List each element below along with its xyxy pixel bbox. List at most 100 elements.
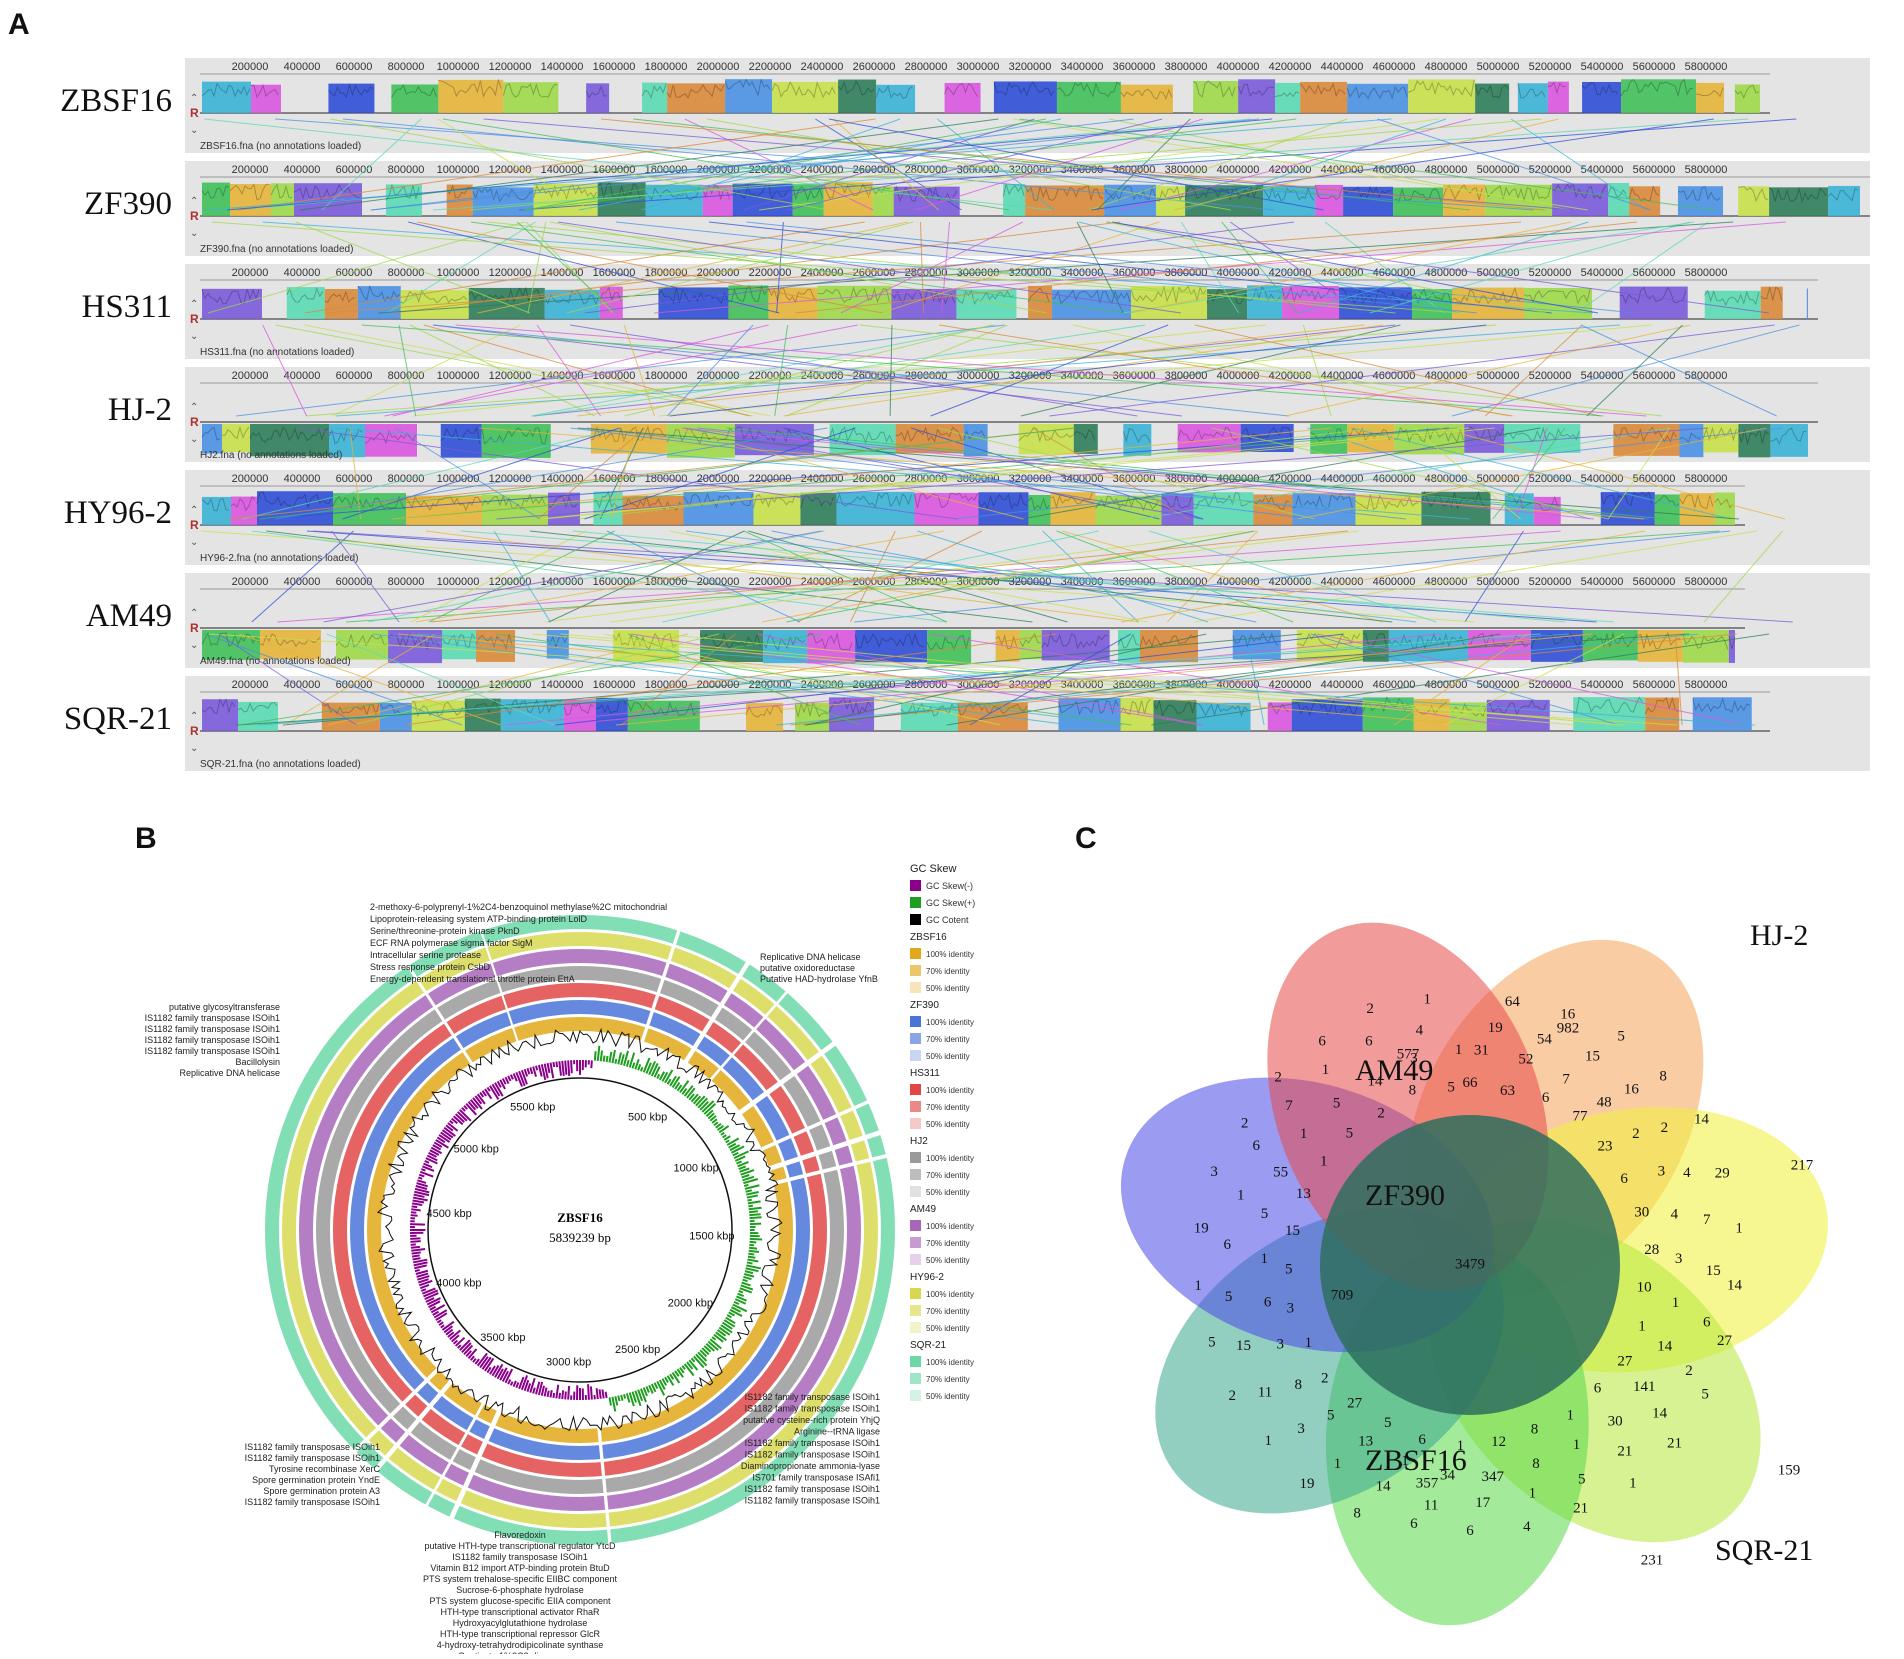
lcb-connector	[334, 427, 1470, 520]
reverse-toggle[interactable]: R	[190, 518, 199, 532]
track-file-label: SQR-21.fna (no annotations loaded)	[200, 759, 361, 770]
similarity-profile	[1193, 491, 1251, 509]
scroll-up-icon[interactable]: ⌃	[190, 93, 198, 104]
scroll-up-icon[interactable]: ⌃	[190, 608, 198, 619]
lcb-block	[944, 82, 981, 113]
similarity-profile	[1310, 428, 1347, 443]
lcb-block	[1619, 286, 1688, 319]
lcb-connector	[321, 118, 422, 211]
lcb-connector	[392, 324, 769, 417]
lcb-connector	[1122, 221, 1694, 314]
scroll-down-icon[interactable]: ⌄	[190, 434, 198, 445]
axis-tick-label: 4600000	[1373, 267, 1416, 279]
lcb-connector	[599, 427, 644, 520]
venn-intersection-count: 5	[1333, 1096, 1341, 1112]
lcb-block	[1123, 424, 1152, 456]
gene-annotation: putative glycosyltransferase	[169, 1002, 280, 1012]
lcb-block	[1621, 79, 1697, 113]
lcb-connector	[1076, 221, 1124, 314]
lcb-connector	[832, 118, 940, 211]
lcb-block	[202, 496, 231, 525]
scroll-up-icon[interactable]: ⌃	[190, 505, 198, 516]
axis-tick-label: 3400000	[1061, 679, 1104, 691]
legend-item: 50% identity	[926, 1324, 970, 1333]
scroll-down-icon[interactable]: ⌄	[190, 331, 198, 342]
lcb-block	[271, 183, 294, 216]
scroll-up-icon[interactable]: ⌃	[190, 196, 198, 207]
reverse-toggle[interactable]: R	[190, 724, 199, 738]
venn-intersection-count: 16	[1560, 1007, 1576, 1023]
venn-intersection-count: 8	[1531, 1421, 1539, 1437]
lcb-block	[251, 84, 281, 113]
scroll-down-icon[interactable]: ⌄	[190, 537, 198, 548]
axis-tick-label: 200000	[232, 164, 269, 176]
lcb-block	[238, 701, 278, 731]
lcb-block	[1238, 79, 1276, 113]
scroll-down-icon[interactable]: ⌄	[190, 228, 198, 239]
scroll-down-icon[interactable]: ⌄	[190, 640, 198, 651]
venn-intersection-count: 1	[1638, 1318, 1646, 1334]
venn-intersection-count: 77	[1573, 1108, 1589, 1124]
similarity-profile	[806, 632, 853, 651]
lcb-connector	[1049, 324, 1775, 417]
lcb-block	[503, 82, 559, 113]
similarity-profile	[1464, 426, 1504, 442]
similarity-profile	[794, 701, 829, 718]
scroll-down-icon[interactable]: ⌄	[190, 125, 198, 136]
axis-tick-label: 800000	[388, 576, 425, 588]
lcb-block	[1679, 493, 1715, 525]
venn-intersection-count: 5	[1285, 1261, 1293, 1277]
axis-tick-label: 5600000	[1633, 473, 1676, 485]
gene-annotation: ECF RNA polymerase sigma factor SigM	[370, 938, 533, 948]
axis-tick-label: 200000	[232, 370, 269, 382]
gene-annotation: PTS system glucose-specific EIIA compone…	[429, 1596, 611, 1606]
venn-intersection-count: 14	[1652, 1405, 1668, 1421]
lcb-connector	[570, 324, 1138, 417]
reverse-toggle[interactable]: R	[190, 106, 199, 120]
track-name: ZBSF16	[60, 83, 172, 119]
scroll-up-icon[interactable]: ⌃	[190, 711, 198, 722]
gene-annotation: 4-hydroxy-tetrahydrodipicolinate synthas…	[437, 1640, 604, 1650]
legend-item: 100% identity	[926, 1222, 974, 1231]
lcb-connector	[200, 530, 1475, 623]
lcb-connector	[386, 221, 536, 314]
lcb-block	[202, 699, 238, 731]
ring-gap	[423, 1395, 489, 1509]
axis-tick-label: 5800000	[1685, 164, 1728, 176]
lcb-connector	[1140, 427, 1670, 520]
venn-intersection-count: 14	[1657, 1339, 1673, 1355]
lcb-connector	[969, 633, 1132, 726]
lcb-connector	[828, 118, 1324, 211]
similarity-profile	[293, 183, 361, 201]
lcb-block	[1645, 697, 1680, 731]
track-name: AM49	[86, 598, 172, 634]
venn-intersection-count: 15	[1585, 1049, 1600, 1065]
lcb-connector	[1297, 427, 1767, 520]
reverse-toggle[interactable]: R	[190, 209, 199, 223]
venn-intersection-count: 27	[1717, 1333, 1733, 1349]
axis-tick-label: 4000000	[1217, 61, 1260, 73]
track-file-label: HS311.fna (no annotations loaded)	[200, 347, 354, 358]
axis-tick-label: 1000000	[437, 576, 480, 588]
axis-tick-label: 200000	[232, 473, 269, 485]
scroll-up-icon[interactable]: ⌃	[190, 402, 198, 413]
scroll-up-icon[interactable]: ⌃	[190, 299, 198, 310]
lcb-block	[593, 491, 623, 525]
axis-tick-label: 800000	[388, 370, 425, 382]
scroll-down-icon[interactable]: ⌄	[190, 743, 198, 754]
axis-tick-label: 5200000	[1529, 370, 1572, 382]
similarity-profile	[1103, 185, 1156, 202]
similarity-profile	[1734, 84, 1760, 99]
similarity-profile	[1177, 426, 1238, 442]
lcb-block	[667, 83, 726, 113]
reverse-toggle[interactable]: R	[190, 415, 199, 429]
reverse-toggle[interactable]: R	[190, 621, 199, 635]
legend-ring-title: AM49	[910, 1204, 937, 1215]
lcb-block	[1714, 492, 1735, 525]
lcb-connector	[527, 221, 547, 314]
venn-intersection-count: 2	[1366, 1001, 1374, 1017]
axis-tick-label: 1800000	[645, 61, 688, 73]
reverse-toggle[interactable]: R	[190, 312, 199, 326]
lcb-connector	[666, 324, 754, 417]
